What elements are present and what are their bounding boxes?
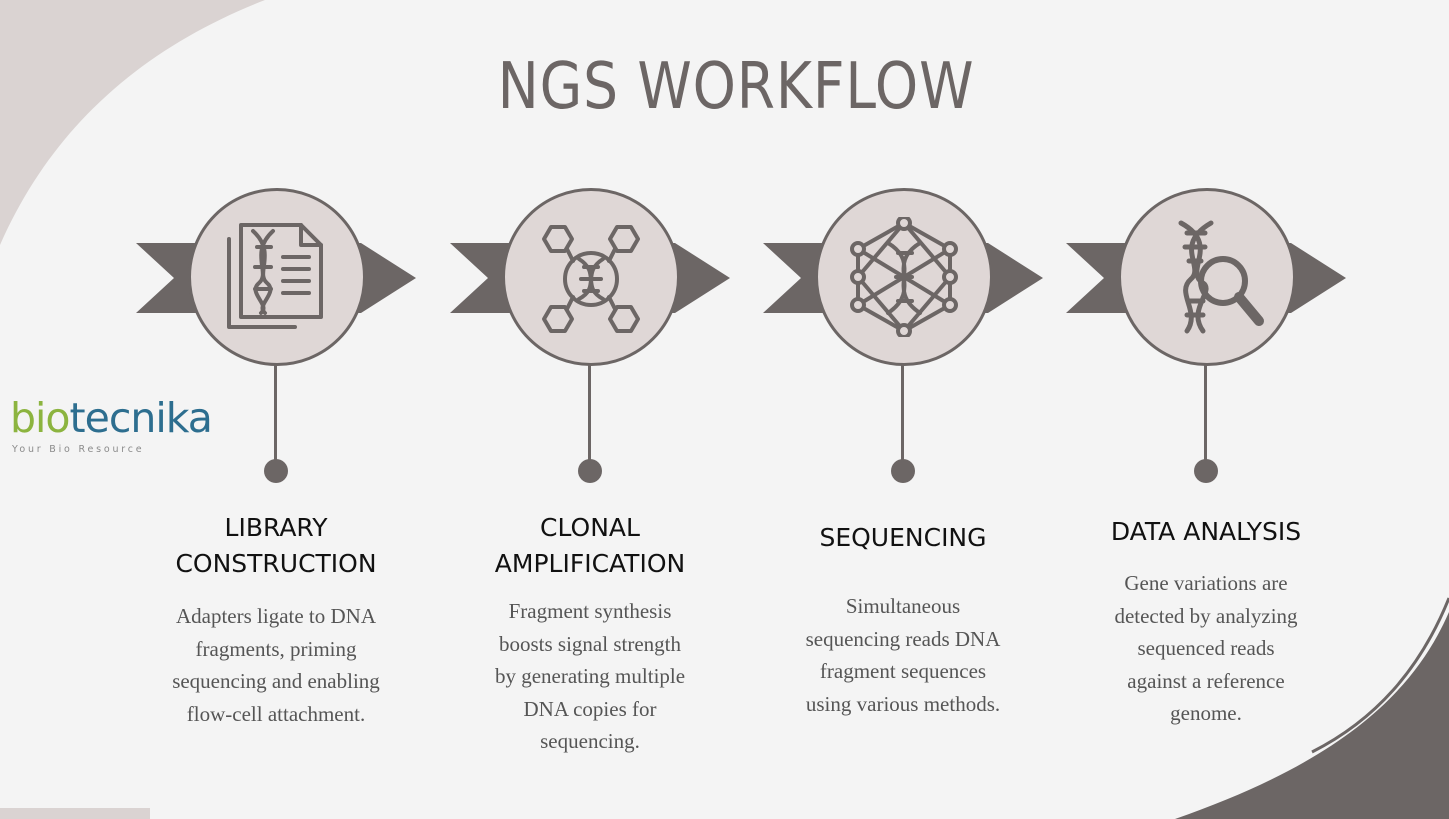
biotecnika-logo: biotecnika Your Bio Resource (8, 394, 248, 478)
step-title: LIBRARY CONSTRUCTION (175, 513, 377, 578)
page-title: NGS WORKFLOW (497, 50, 975, 124)
step-description: Simultaneous sequencing reads DNA fragme… (805, 594, 1001, 716)
step-icon-circle (815, 188, 993, 366)
step-description: Gene variations are detected by analyzin… (1114, 571, 1298, 725)
logo-wordmark: biotecnika (10, 394, 213, 442)
step-connector-line (901, 363, 904, 471)
top-left-swoosh (0, 0, 265, 245)
step-description: Fragment synthesis boosts signal strengt… (494, 599, 686, 753)
step-icon-circle (188, 188, 366, 366)
dna-hexagon-network-icon (850, 217, 958, 337)
step-title: CLONAL AMPLIFICATION (494, 513, 686, 578)
step-connector-dot (1194, 459, 1218, 483)
dna-magnifier-icon (1178, 220, 1264, 334)
step-connector-line (1204, 363, 1207, 471)
logo-word-bio: bio (10, 394, 71, 442)
step-title: DATA ANALYSIS (1110, 517, 1302, 546)
bottom-right-accent-line (1311, 597, 1449, 754)
dna-network-icon (542, 225, 640, 333)
step-connector-dot (891, 459, 915, 483)
bottom-right-swoosh (1175, 612, 1449, 819)
step-icon-circle (1118, 188, 1296, 366)
dna-document-icon (227, 223, 323, 329)
bottom-left-tab (0, 808, 150, 819)
step-connector-line (274, 363, 277, 471)
logo-word-rest: tecnika (69, 394, 213, 442)
step-connector-dot (578, 459, 602, 483)
step-description: Adapters ligate to DNA fragments, primin… (172, 604, 380, 726)
logo-tagline: Your Bio Resource (12, 444, 145, 455)
step-connector-dot (264, 459, 288, 483)
step-title: SEQUENCING (819, 523, 987, 552)
step-connector-line (588, 363, 591, 471)
step-icon-circle (502, 188, 680, 366)
